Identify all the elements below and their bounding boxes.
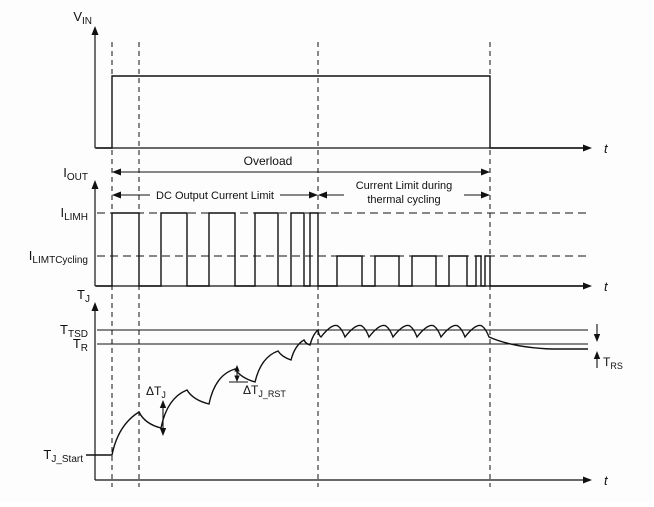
vin-waveform xyxy=(96,75,588,149)
delta-tj-rst-down-arrowhead xyxy=(234,375,240,382)
ilimh-label: ILIMH xyxy=(60,205,88,223)
ilimtcycling-label: ILIMTCycling xyxy=(29,248,88,266)
thermal-limit-left-arrowhead xyxy=(318,191,327,199)
thermal-limit-right-arrowhead xyxy=(481,191,490,199)
tr-label: TR xyxy=(73,336,88,354)
dc-current-limit-label: DC Output Current Limit xyxy=(156,190,274,202)
dc-limit-left-arrowhead xyxy=(112,191,121,199)
overload-right-arrowhead xyxy=(481,168,490,176)
iout-label: IOUT xyxy=(63,165,88,183)
vin-t-label: t xyxy=(604,141,609,156)
tj-y-axis-arrowhead xyxy=(91,302,99,311)
tj-t-axis-arrowhead xyxy=(583,476,592,484)
delta-tj-down-arrowhead xyxy=(159,428,167,436)
overload-label: Overload xyxy=(244,154,293,168)
delta-tj-rst-label: ΔTJ_RST xyxy=(243,383,286,399)
thermal-cycling-limit-label-line2: thermal cycling xyxy=(367,194,440,206)
trs-down-arrowhead xyxy=(593,334,601,342)
iout-waveform xyxy=(96,212,588,287)
trs-label: TRS xyxy=(603,355,623,371)
trs-up-arrowhead xyxy=(593,351,601,359)
vin-y-axis-arrowhead xyxy=(91,26,99,35)
delta-tj-rst-up-arrowhead xyxy=(234,365,240,372)
overload-left-arrowhead xyxy=(112,168,121,176)
tj-t-label: t xyxy=(604,473,609,488)
tj-waveform xyxy=(86,324,588,456)
iout-y-axis-arrowhead xyxy=(91,180,99,189)
tj-start-label: TJ_Start xyxy=(43,447,83,465)
dc-limit-right-arrowhead xyxy=(309,191,318,199)
ttsd-label: TTSD xyxy=(60,322,88,340)
thermal-cycling-limit-label-line1: Current Limit during xyxy=(356,180,453,192)
vin-label: VIN xyxy=(73,9,92,27)
delta-tj-up-arrowhead xyxy=(159,400,167,408)
tj-label: TJ xyxy=(77,287,90,305)
iout-t-label: t xyxy=(604,279,609,294)
delta-tj-label: ΔTJ xyxy=(146,384,166,400)
